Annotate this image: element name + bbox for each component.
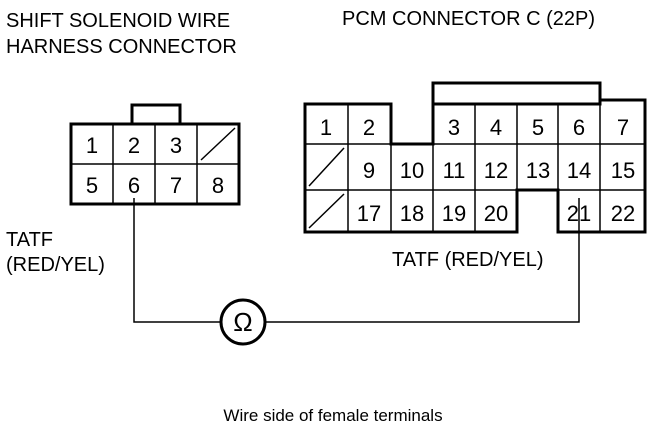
right-pin-15: 15 — [611, 158, 635, 183]
right-pin-18: 18 — [400, 201, 424, 226]
right-pin-22: 22 — [611, 201, 635, 226]
right-connector — [303, 81, 647, 234]
right-pin-12: 12 — [484, 158, 508, 183]
right-pin-2: 2 — [363, 115, 375, 140]
left-pin-6: 6 — [128, 173, 140, 198]
right-empty-cavity-mark-8 — [308, 147, 345, 187]
right-pin-10: 10 — [400, 158, 424, 183]
right-pin-11: 11 — [443, 158, 466, 183]
right-pin-20: 20 — [484, 201, 508, 226]
left-pin-7: 7 — [170, 173, 182, 198]
right-pin-7: 7 — [617, 115, 629, 140]
ohmmeter-symbol: Ω — [233, 307, 252, 337]
right-pin-3: 3 — [448, 115, 460, 140]
right-pin-5: 5 — [532, 115, 544, 140]
right-pin-6: 6 — [573, 115, 585, 140]
left-connector-title-line1: SHIFT SOLENOID WIRE — [6, 10, 230, 32]
left-connector-lock-tab — [130, 103, 182, 126]
right-empty-cavity-mark-16 — [308, 193, 345, 229]
left-pin-2: 2 — [128, 133, 140, 158]
ohmmeter-icon — [219, 298, 267, 346]
right-connector-tab — [431, 81, 602, 104]
left-pin-8: 8 — [212, 173, 224, 198]
left-pin-1: 1 — [86, 133, 98, 158]
left-empty-cavity-mark — [200, 127, 236, 161]
right-pin-13: 13 — [526, 158, 550, 183]
right-pin-4: 4 — [490, 115, 502, 140]
diagram-caption: Wire side of female terminals — [223, 406, 442, 425]
right-pin-1: 1 — [320, 115, 332, 140]
left-connector-title-line2: HARNESS CONNECTOR — [6, 36, 237, 58]
left-wire-label-line2: (RED/YEL) — [6, 254, 105, 276]
right-pin-9: 9 — [363, 158, 375, 183]
left-connector — [69, 103, 241, 206]
test-lead-wire — [133, 198, 580, 323]
right-pin-14: 14 — [567, 158, 591, 183]
right-connector-title: PCM CONNECTOR C (22P) — [342, 8, 595, 30]
left-wire-label-line1: TATF — [6, 229, 53, 251]
right-wire-label: TATF (RED/YEL) — [392, 249, 543, 271]
left-pin-3: 3 — [170, 133, 182, 158]
right-pin-19: 19 — [442, 201, 466, 226]
right-pin-17: 17 — [357, 201, 381, 226]
left-pin-5: 5 — [86, 173, 98, 198]
